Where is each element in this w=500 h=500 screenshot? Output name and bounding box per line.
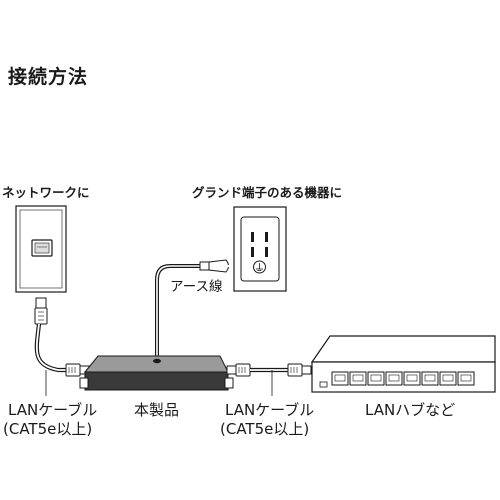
product-device bbox=[79, 355, 234, 391]
lan-hub bbox=[310, 335, 496, 393]
label-lan-cable-right-2: (CAT5e以上) bbox=[220, 420, 310, 438]
hub-ports bbox=[331, 371, 475, 386]
earth-wire bbox=[155, 259, 231, 360]
page-title: 接続方法 bbox=[8, 66, 89, 88]
label-lan-cable-left-2: (CAT5e以上) bbox=[3, 420, 93, 438]
lan-cable-right bbox=[226, 363, 312, 396]
ground-outlet bbox=[233, 206, 287, 292]
network-wall-plate bbox=[15, 205, 67, 293]
label-lan-hub: LANハブなど bbox=[365, 401, 456, 419]
label-lan-cable-left-1: LANケーブル bbox=[8, 401, 98, 419]
label-ground-device: グランド端子のある機器に bbox=[192, 185, 343, 200]
lan-cable-left bbox=[34, 297, 90, 396]
label-network: ネットワークに bbox=[2, 185, 90, 200]
label-earth-wire: アース線 bbox=[170, 279, 223, 295]
label-product: 本製品 bbox=[134, 401, 180, 419]
label-lan-cable-right-1: LANケーブル bbox=[225, 401, 315, 419]
